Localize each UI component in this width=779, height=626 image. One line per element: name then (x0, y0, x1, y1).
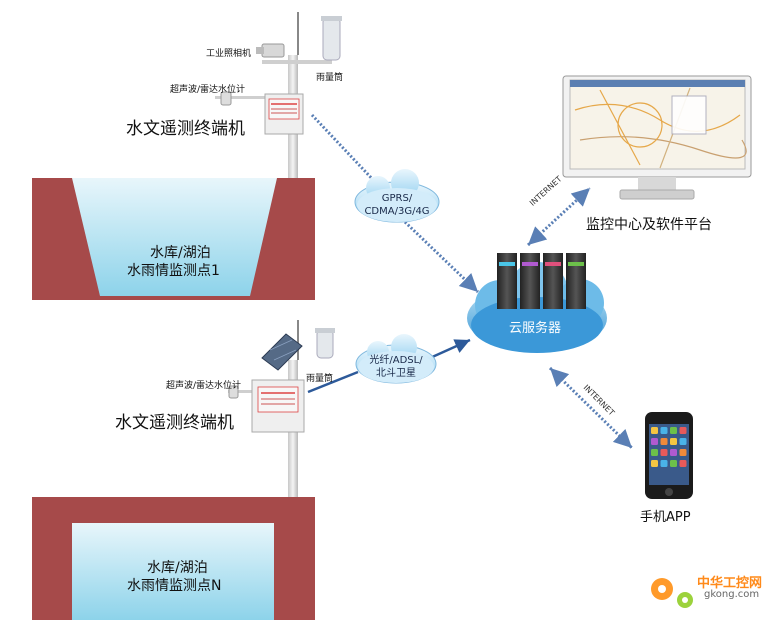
phone-app-icon (679, 449, 687, 456)
phone-app-icon (660, 438, 668, 445)
network-cloud-2 (355, 334, 437, 384)
network-cloud-1 (354, 169, 440, 223)
phone-app-icon (651, 427, 658, 434)
link-cloud-to-phone (548, 366, 634, 450)
link-site1-to-cloud (310, 113, 480, 294)
crossarm-1 (262, 60, 332, 64)
phone-app-icon (670, 449, 677, 456)
terminal-box-n (251, 379, 305, 433)
terminal-box-1 (264, 93, 304, 135)
level-sensor-label-1: 超声波/雷达水位计 (170, 85, 246, 95)
phone-app-icon (660, 449, 668, 456)
phone-app-icon (651, 438, 658, 445)
server-rack (497, 253, 586, 309)
phone-app-icon (679, 438, 687, 445)
phone-app-icon (670, 460, 677, 467)
network-2-label-line1: 光纤/ADSL/ (369, 355, 423, 366)
phone-app-icon (660, 427, 668, 434)
watermark-subtitle: gkong.com (704, 589, 760, 600)
network-1-label-line2: CDMA/3G/4G (364, 206, 430, 217)
rain-gauge-label-n: 雨量筒 (306, 374, 334, 384)
network-1-label: GPRS/ CDMA/3G/4G (360, 192, 434, 218)
rain-gauge-1 (321, 16, 342, 61)
smartphone (645, 412, 693, 499)
cloud-server (467, 253, 607, 353)
monitor-display (562, 75, 752, 200)
reservoir-1-line2: 水雨情监测点1 (127, 263, 220, 279)
link-siten-to-cloud (307, 338, 471, 394)
phone-app-icon (651, 449, 658, 456)
watermark-logo (651, 578, 693, 608)
reservoir-n-line2: 水雨情监测点N (127, 578, 222, 594)
cloud-server-label: 云服务器 (509, 321, 562, 336)
terminal-label-1: 水文遥测终端机 (126, 119, 245, 139)
network-2-label-line2: 北斗卫星 (376, 368, 416, 379)
reservoir-n (32, 497, 315, 620)
phone-app-label: 手机APP (640, 510, 691, 525)
reservoir-1-line1: 水库/湖泊 (150, 245, 211, 261)
water-basin-n (72, 523, 274, 620)
rain-gauge-label-1: 雨量筒 (316, 73, 344, 83)
camera-1 (256, 43, 285, 58)
phone-app-icon (679, 427, 687, 434)
phone-app-icon (651, 460, 658, 467)
network-1-label-line1: GPRS/ (381, 193, 413, 204)
phone-app-icon (679, 460, 687, 467)
network-2-label: 光纤/ADSL/ 北斗卫星 (358, 354, 434, 380)
camera-label-1: 工业照相机 (206, 49, 252, 59)
station-1 (215, 12, 342, 178)
solar-panel-n (261, 333, 303, 371)
phone-app-icon (670, 427, 677, 434)
watermark-title: 中华工控网 (697, 576, 763, 591)
level-sensor-n (228, 385, 258, 399)
reservoir-1 (32, 178, 315, 300)
level-sensor-1 (215, 91, 265, 106)
rain-gauge-n (315, 328, 335, 359)
monitor-center-label: 监控中心及软件平台 (586, 217, 712, 233)
phone-app-icon (670, 438, 677, 445)
level-sensor-label-n: 超声波/雷达水位计 (166, 381, 242, 391)
station-n (228, 320, 335, 497)
reservoir-n-line1: 水库/湖泊 (147, 560, 208, 576)
phone-app-icon (660, 460, 668, 467)
water-basin-1 (72, 178, 277, 296)
terminal-label-n: 水文遥测终端机 (115, 413, 234, 433)
